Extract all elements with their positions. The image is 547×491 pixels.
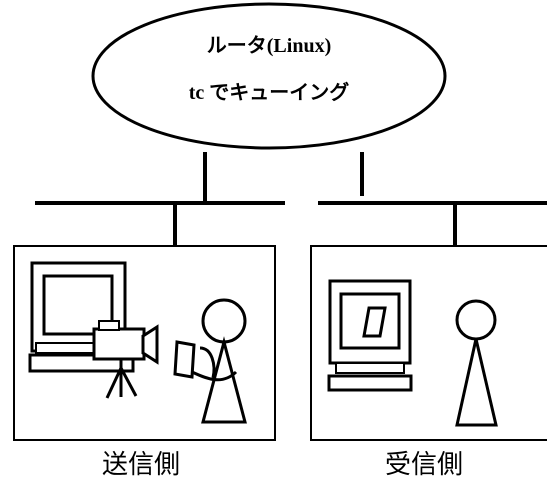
sender-host-box (13, 245, 276, 441)
receiver-host-box (310, 245, 547, 441)
receiver-person-icon (455, 299, 498, 427)
receiver-caption: 受信側 (385, 450, 463, 480)
router-ellipse (91, 2, 447, 150)
sender-person-icon (173, 298, 247, 424)
router-label-line2: tc でキューイング (189, 80, 350, 104)
router-node: ルータ(Linux) tc でキューイング (91, 2, 447, 150)
video-camera-icon (92, 320, 159, 399)
router-label-line1: ルータ(Linux) (207, 34, 331, 57)
receiver-computer-icon (327, 279, 413, 392)
sender-caption: 送信側 (102, 450, 180, 480)
